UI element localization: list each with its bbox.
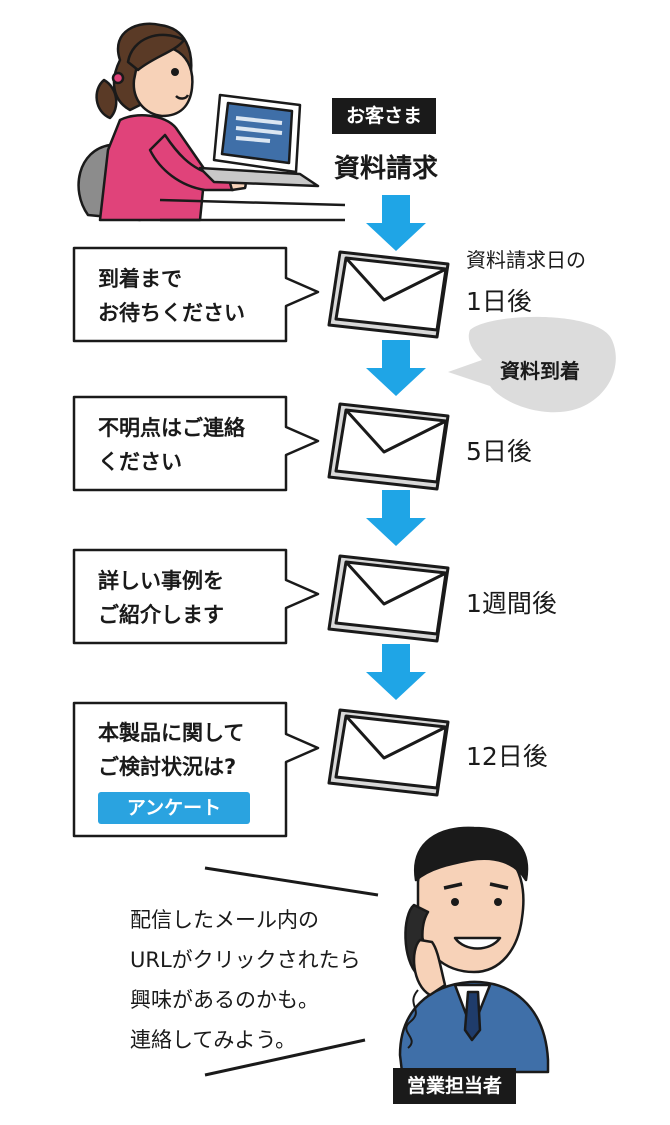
- step-4-line-2: ご検討状況は?: [98, 755, 237, 779]
- survey-badge: アンケート: [98, 792, 250, 824]
- step-3-timing: 1週間後: [466, 589, 557, 618]
- sales-speech-line-3: 興味があるのかも。: [130, 988, 319, 1012]
- step-1-timing-prefix: 資料請求日の: [466, 248, 586, 272]
- sales-rep-tag: 営業担当者: [393, 1068, 517, 1104]
- speech-bubble-1: [72, 246, 320, 343]
- flow-arrows: [366, 195, 426, 700]
- step-4-timing: 12日後: [466, 742, 548, 771]
- sales-speech-lines: [204, 866, 379, 1077]
- speech-bubbles: [72, 246, 320, 838]
- step-2-line-1: 不明点はご連絡: [98, 416, 245, 440]
- cloud-bubble: [448, 316, 616, 413]
- step-2-line-2: ください: [98, 450, 182, 474]
- sales-speech-line-1: 配信したメール内の: [130, 908, 319, 932]
- step-4-line-1: 本製品に関して: [98, 721, 245, 745]
- step-2-timing: 5日後: [466, 437, 532, 466]
- flow-arrow-1: [366, 195, 426, 251]
- sales-speech-line-2: URLがクリックされたら: [130, 948, 361, 972]
- sales-rep-illustration: [398, 826, 550, 1074]
- step-1-line-1: 到着まで: [98, 267, 182, 291]
- customer-tag: お客さま: [332, 98, 437, 134]
- envelope-icon-2: [327, 402, 450, 491]
- speech-bubble-2: [72, 395, 320, 492]
- envelopes: [327, 250, 450, 797]
- sales-speech-line-4: 連絡してみよう。: [130, 1028, 297, 1052]
- customer-illustration: [77, 22, 346, 222]
- step-3-line-2: ご紹介します: [98, 603, 224, 627]
- speech-bubble-3: [72, 548, 320, 645]
- flow-arrow-4: [366, 644, 426, 700]
- customer-action: 資料請求: [334, 154, 439, 184]
- envelope-icon-4: [327, 708, 450, 797]
- flow-arrow-3: [366, 490, 426, 546]
- flow-arrow-2: [366, 340, 426, 396]
- envelope-icon-1: [327, 250, 450, 339]
- step-1-line-2: お待ちください: [98, 301, 245, 325]
- step-1-timing: 1日後: [466, 287, 532, 316]
- step-3-line-1: 詳しい事例を: [98, 569, 224, 593]
- cloud-text: 資料到着: [500, 359, 580, 383]
- envelope-icon-3: [327, 554, 450, 643]
